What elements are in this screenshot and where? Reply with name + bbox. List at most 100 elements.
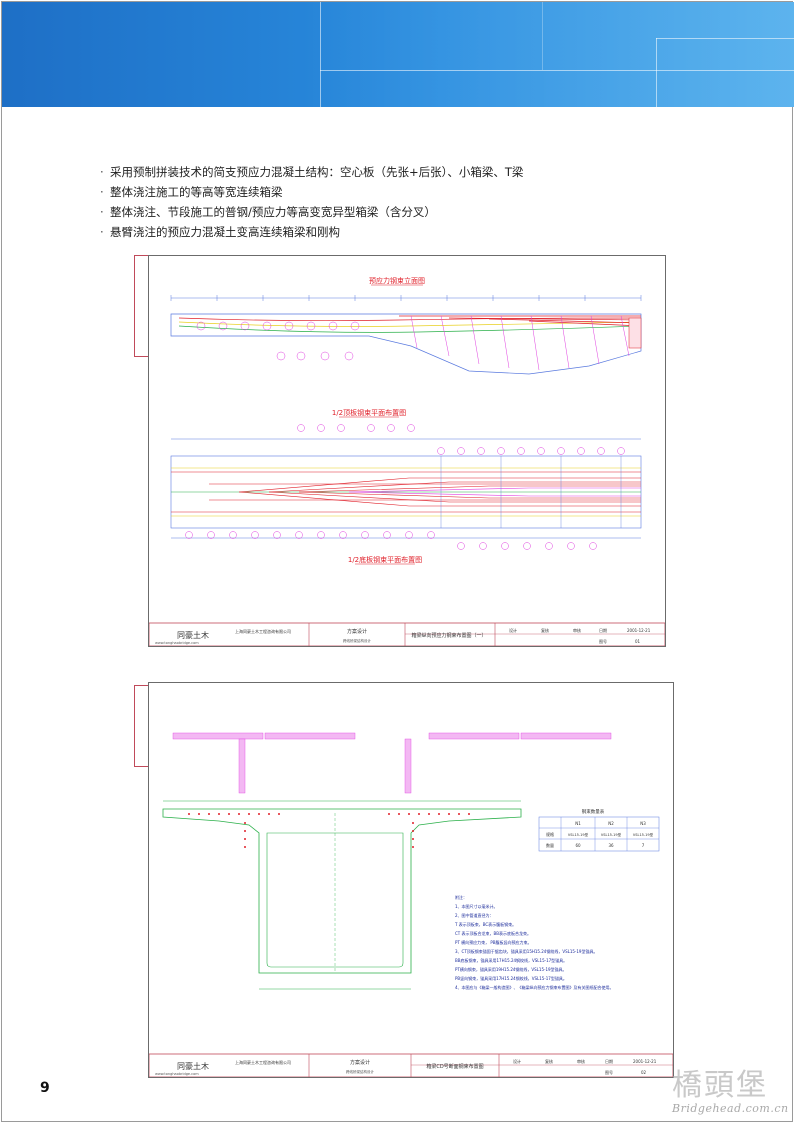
table-row-label: 规格 [546, 831, 554, 837]
elevation-title: 预应力钢束立面图 [369, 276, 425, 285]
table-cell: 7 [642, 843, 645, 848]
company-web: www.tonghaobridge.com [155, 1072, 199, 1076]
bullet-item: · 整体浇注、节段施工的普钢/预应力等高变宽异型箱梁（含分叉） [100, 202, 523, 222]
note-line: 1、本图尺寸以毫米计。 [455, 903, 498, 909]
anchor-strip [428, 732, 520, 740]
label-date: 日期 [605, 1058, 613, 1064]
note-line: T 表示顶板束，BC表示腹板钢束。 [454, 921, 516, 927]
plan-bottom-title: 1/2底板钢束平面布置图 [348, 555, 422, 564]
label-number: 图号 [605, 1069, 613, 1075]
drawing-title: 箱梁纵向预应力钢束布置图（一） [411, 632, 486, 639]
title-block: 同豪土木 上海同豪土木工程咨询有限公司 www.tonghaobridge.co… [149, 622, 665, 646]
page-number: 9 [40, 1080, 50, 1096]
bullet-item: · 整体浇注施工的等高等宽连续箱梁 [100, 182, 523, 202]
anchor-strip [172, 732, 264, 740]
label-date: 日期 [599, 627, 607, 633]
design-stage: 方案设计 [347, 628, 367, 635]
project-name: 跨线桥梁结构设计 [346, 1069, 374, 1074]
bullet-dot: · [100, 205, 104, 219]
table-header: N3 [640, 821, 646, 826]
deck-tendons [188, 813, 470, 848]
bullet-dot: · [100, 185, 104, 199]
drawing-sheet-1: 预应力钢束立面图 [148, 255, 666, 647]
plan-callouts-bottom [185, 531, 597, 550]
note-line: BB底板钢束，锚具采用17H15.24钢绞线，VSL15-17型锚具。 [455, 957, 567, 963]
web-diaphragm-lines [410, 315, 630, 371]
banner-shine [302, 2, 794, 107]
watermark: 橋頭堡 Bridgehead.com.cn [672, 1068, 789, 1116]
note-line: 3、CT顶板钢束锚固于锯齿块，锚具采用15H15.24钢绞线，VSL15-19型… [455, 948, 597, 954]
box-girder-section [162, 808, 522, 974]
banner-line [542, 2, 543, 70]
bullet-text: 整体浇注、节段施工的普钢/预应力等高变宽异型箱梁（含分叉） [110, 205, 436, 219]
note-line: PB竖向钢束，锚具采用17H15.24钢绞线，VSL15-17型锚具。 [455, 975, 567, 981]
anchor-strip [520, 732, 612, 740]
table-cell: VSL15-19型 [601, 832, 622, 837]
table-cell: VSL15-19型 [633, 832, 654, 837]
table-title: 钢束数量表 [582, 808, 605, 815]
plan-cross-lines [440, 456, 622, 528]
tendon-layout-drawing: 预应力钢束立面图 [149, 276, 665, 646]
bullet-list: · 采用预制拼装技术的简支预应力混凝土结构：空心板（先张+后张）、小箱梁、T梁 ·… [100, 162, 523, 242]
notes-block: 附注： 1、本图尺寸以毫米计。 2、图中管道直径为： T 表示顶板束，BC表示腹… [454, 894, 614, 990]
label-check: 复核 [545, 1058, 553, 1064]
plan-tendons [171, 467, 641, 517]
bullet-dot: · [100, 165, 104, 179]
notes-title: 附注： [455, 894, 467, 900]
label-design: 设计 [509, 627, 517, 633]
bullet-dot: · [100, 225, 104, 239]
table-cell: 60 [575, 843, 581, 848]
banner-line [320, 2, 321, 107]
title-block: 同豪土木 上海同豪土木工程咨询有限公司 www.tonghaobridge.co… [149, 1053, 673, 1077]
elevation-tendons [178, 315, 642, 333]
bullet-text: 悬臂浇注的预应力混凝土变高连续箱梁和刚构 [110, 225, 340, 239]
table-header: N2 [608, 821, 614, 826]
watermark-url: Bridgehead.com.cn [672, 1102, 789, 1115]
dimension-ticks [170, 295, 642, 301]
banner-line [656, 38, 794, 39]
table-header: N1 [575, 821, 581, 826]
note-line: 2、图中管道直径为： [455, 912, 494, 918]
cross-section-drawing: 钢束数量表 N1 N2 N3 规格 VSL15-19型 VSL15-19型 VS… [149, 732, 673, 1077]
label-number: 图号 [599, 638, 607, 644]
note-line: CT 表示顶板合龙束，BB表示底板合龙束。 [455, 930, 531, 936]
tendon-callouts [196, 321, 360, 361]
label-design: 设计 [513, 1058, 521, 1064]
plan-callouts-top [297, 424, 625, 455]
tendon-table: 钢束数量表 N1 N2 N3 规格 VSL15-19型 VSL15-19型 VS… [538, 808, 660, 852]
header-banner [2, 2, 794, 107]
bullet-text: 整体浇注施工的等高等宽连续箱梁 [110, 185, 283, 199]
table-cell: 36 [608, 843, 614, 848]
watermark-logo: 橋頭堡 [672, 1068, 768, 1103]
drawing-date: 2001-12-21 [627, 628, 651, 633]
note-line: PT 横向预应力束， PB腹板竖向预应力束。 [455, 939, 532, 945]
box-girder-inner [266, 832, 404, 968]
anchor-strip [264, 732, 356, 740]
table-row-label: 数量 [546, 842, 554, 848]
bullet-item: · 悬臂浇注的预应力混凝土变高连续箱梁和刚构 [100, 222, 523, 242]
anchor-column [238, 738, 246, 794]
company-web: www.tonghaobridge.com [155, 641, 199, 645]
company-logo: 同豪土木 [177, 1061, 209, 1071]
banner-line [320, 70, 794, 71]
label-check: 复核 [541, 627, 549, 633]
label-review: 审核 [577, 1058, 585, 1064]
bullet-text: 采用预制拼装技术的简支预应力混凝土结构：空心板（先张+后张）、小箱梁、T梁 [110, 165, 524, 179]
drawing-date: 2001-12-21 [633, 1059, 657, 1064]
company-logo: 同豪土木 [177, 630, 209, 640]
design-stage: 方案设计 [350, 1059, 370, 1066]
project-name: 跨线桥梁结构设计 [343, 638, 371, 643]
end-block [628, 317, 642, 349]
drawing-number: 01 [635, 639, 641, 644]
note-line: PT横向钢束，锚具采用19H15.24钢绞线，VSL15-19型锚具。 [455, 966, 567, 972]
table-cell: VSL15-19型 [568, 832, 589, 837]
label-review: 审核 [573, 627, 581, 633]
drawing-number: 02 [641, 1070, 647, 1075]
banner-line [656, 38, 657, 107]
drawing-sheet-2: 钢束数量表 N1 N2 N3 规格 VSL15-19型 VSL15-19型 VS… [148, 682, 674, 1078]
note-line: 4、本图应与《箱梁一般构造图》、《箱梁纵向预应力钢束布置图》及有关图纸配合使用。 [455, 984, 614, 990]
company-name: 上海同豪土木工程咨询有限公司 [235, 628, 291, 634]
drawing-title: 箱梁CD号断面钢束布置图 [426, 1063, 483, 1070]
plan-top-title: 1/2顶板钢束平面布置图 [332, 408, 406, 417]
